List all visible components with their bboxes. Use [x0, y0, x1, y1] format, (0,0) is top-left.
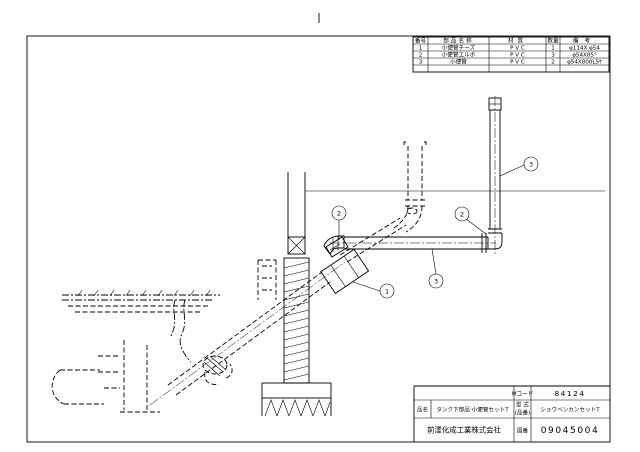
- row3-no: 3: [419, 60, 423, 66]
- product-name-label: 品名: [417, 406, 428, 414]
- row2-note: φ54X85°: [572, 53, 597, 59]
- tank-outline: [51, 289, 220, 413]
- row1-no: 1: [419, 46, 423, 52]
- model-label-sub: (品番): [515, 410, 531, 417]
- drawing-no-label: 図番: [517, 428, 529, 435]
- row2-no: 2: [419, 53, 423, 59]
- svg-text:2: 2: [337, 210, 341, 218]
- row3-qty: 2: [551, 60, 555, 66]
- wall-structure: [261, 172, 332, 417]
- row1-material: P V C: [510, 46, 525, 52]
- callout-2-left: 2: [331, 205, 347, 240]
- model-label: 型 式: [516, 401, 529, 409]
- mcode-label: Mコード: [512, 391, 534, 398]
- company-name: 前澤化成工業株式会社: [427, 426, 502, 435]
- header-no: 番号: [415, 38, 427, 45]
- row1-note: φ114X φ54: [569, 46, 600, 52]
- row1-name: 小便管チーズ: [442, 44, 476, 52]
- header-part-name: 部品名称: [443, 37, 473, 45]
- header-quantity: 数量: [547, 37, 559, 45]
- drawing-no-value: 09045004: [541, 426, 600, 436]
- callout-1: 1: [352, 281, 395, 299]
- row2-material: P V C: [510, 53, 525, 59]
- product-name-value: タンク下部品 小便管セットT: [436, 406, 509, 414]
- row1-qty: 1: [551, 46, 555, 52]
- horizontal-pipe-part-3: [330, 236, 496, 250]
- vertical-phantom-pipe: [393, 141, 427, 233]
- header-material: 材質: [508, 37, 527, 45]
- row3-name: 小便管: [450, 58, 467, 66]
- row3-note: φ54X800L5ｹ: [567, 59, 602, 66]
- title-block: Mコード 84124 品名 タンク下部品 小便管セットT 型 式 (品番) ショ…: [413, 385, 610, 442]
- trap-fitting: [202, 355, 233, 385]
- header-note: 備考: [573, 37, 596, 45]
- diagonal-pipe: [149, 217, 407, 406]
- model-value: ショウベンカンセットT: [540, 406, 600, 414]
- svg-text:1: 1: [385, 288, 389, 296]
- parts-list-table: 番号 部品名称 材質 数量 備考 1 小便管チーズ P V C 1 φ114X …: [412, 37, 610, 73]
- callout-2-right: 2: [454, 206, 487, 235]
- row2-name: 小便管エルボ: [442, 51, 476, 59]
- outer-frame: [26, 35, 611, 443]
- svg-text:3: 3: [434, 278, 438, 286]
- callout-3-bottom: 3: [428, 248, 444, 289]
- callout-3-top: 3: [499, 156, 539, 177]
- row2-qty: 3: [551, 53, 555, 59]
- svg-text:3: 3: [529, 161, 533, 169]
- dashed-support-bracket: [257, 259, 277, 300]
- vertical-pipe-part-3: [488, 96, 502, 255]
- mcode-value: 84124: [554, 389, 585, 398]
- svg-text:2: 2: [460, 211, 464, 219]
- row3-material: P V C: [510, 60, 525, 66]
